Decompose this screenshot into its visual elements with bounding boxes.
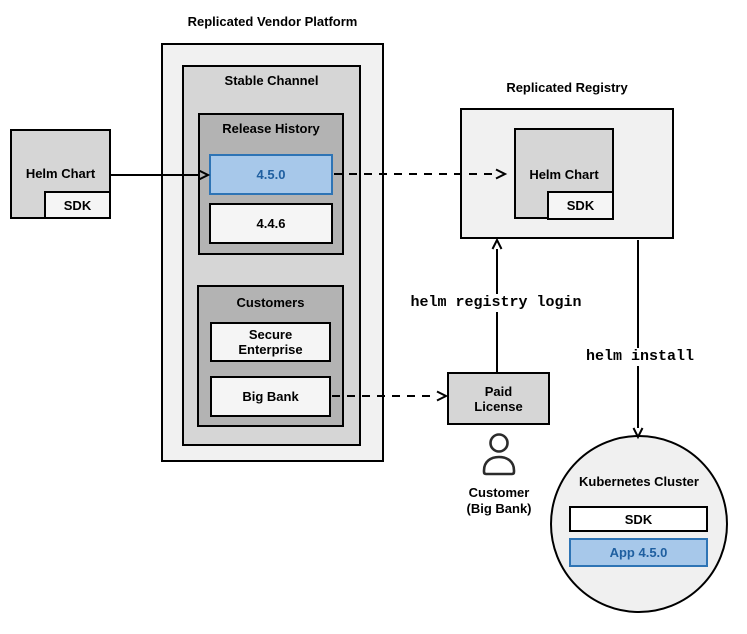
vendor-platform-title: Replicated Vendor Platform xyxy=(187,14,358,29)
customer-caption-line1: Customer xyxy=(468,485,530,500)
kubernetes-cluster-title: Kubernetes Cluster xyxy=(579,474,699,489)
source-sdk-label: SDK xyxy=(63,197,92,213)
customer-item-big-bank: Big Bank xyxy=(210,376,331,417)
customers-title: Customers xyxy=(236,295,305,310)
customer-item-label: Secure Enterprise xyxy=(238,327,303,357)
command-helm-install: helm install xyxy=(580,348,700,366)
stable-channel-title: Stable Channel xyxy=(224,73,319,88)
kubernetes-sdk-box: SDK xyxy=(569,506,708,532)
arrowhead-license-to-registry xyxy=(491,237,503,250)
release-item-label: 4.4.6 xyxy=(256,216,286,231)
release-item-446: 4.4.6 xyxy=(209,203,333,244)
release-item-label: 4.5.0 xyxy=(256,167,286,182)
command-helm-registry-login: helm registry login xyxy=(405,294,587,312)
source-sdk-box: SDK xyxy=(44,191,111,219)
customer-caption: Customer (Big Bank) xyxy=(447,485,551,517)
kubernetes-app-box: App 4.5.0 xyxy=(569,538,708,567)
registry-helm-chart-label: Helm Chart xyxy=(529,167,599,182)
paid-license-label: Paid License xyxy=(474,383,523,414)
customer-caption-line2: (Big Bank) xyxy=(466,501,532,516)
registry-sdk-label: SDK xyxy=(566,198,595,213)
source-helm-chart-label: Helm Chart xyxy=(25,165,96,181)
customer-item-secure-enterprise: Secure Enterprise xyxy=(210,322,331,362)
customer-item-label: Big Bank xyxy=(242,389,299,404)
registry-sdk-box: SDK xyxy=(547,191,614,220)
release-item-450: 4.5.0 xyxy=(209,154,333,195)
arrowhead-bigbank-to-license xyxy=(436,390,449,402)
kubernetes-app-label: App 4.5.0 xyxy=(609,545,668,560)
release-history-title: Release History xyxy=(222,121,320,136)
person-icon xyxy=(482,433,516,476)
paid-license-box: Paid License xyxy=(447,372,550,425)
registry-title: Replicated Registry xyxy=(506,80,628,95)
kubernetes-sdk-label: SDK xyxy=(624,511,653,527)
